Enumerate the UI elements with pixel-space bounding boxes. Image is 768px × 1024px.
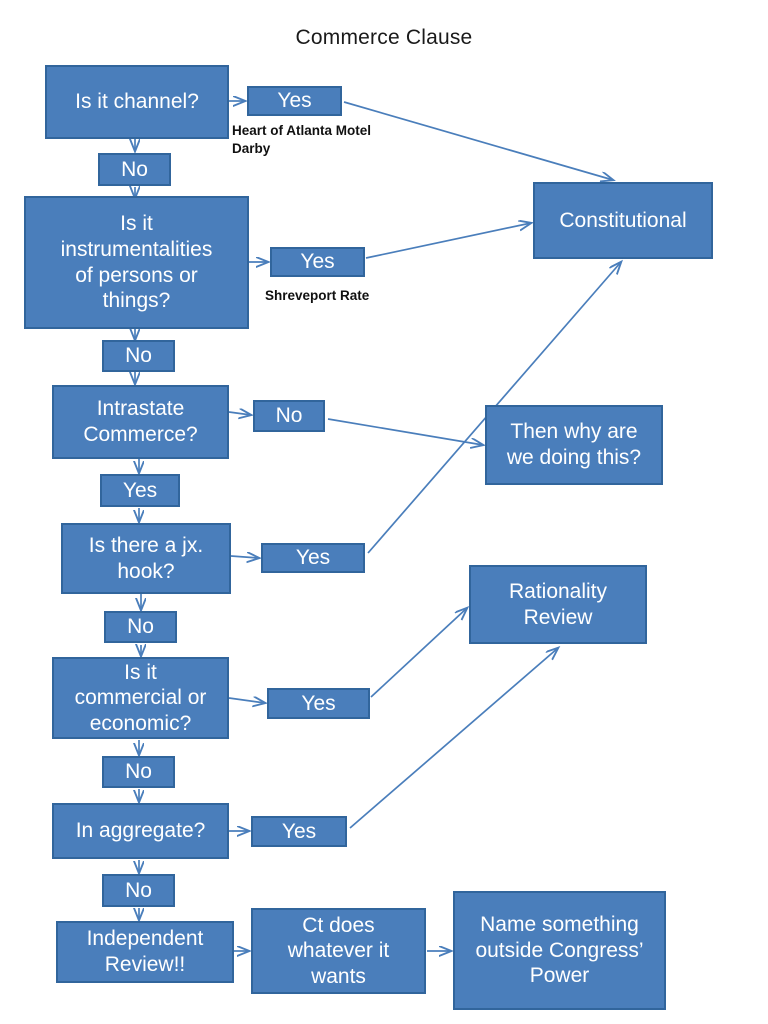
page-title: Commerce Clause: [295, 26, 473, 49]
node-intrastate-yes[interactable]: Yes: [100, 474, 180, 507]
edge-jxhook-yes: [230, 556, 259, 558]
node-rationality-review[interactable]: Rationality Review: [469, 565, 647, 644]
node-intrastate-commerce[interactable]: Intrastate Commerce?: [52, 385, 229, 459]
node-name-something-outside-congress-power[interactable]: Name something outside Congress’ Power: [453, 891, 666, 1010]
edge-instryes-constitutional: [365, 223, 531, 259]
node-instrumentalities-no[interactable]: No: [102, 340, 175, 372]
edge-intrastateno-thenwhy: [327, 418, 483, 445]
node-aggregate-yes[interactable]: Yes: [251, 816, 347, 847]
node-channel-no[interactable]: No: [98, 153, 171, 186]
edge-aggregateyes-rationality: [349, 648, 558, 829]
annotation-heart-of-atlanta-darby: Heart of Atlanta Motel Darby: [232, 123, 372, 156]
node-commercial-yes[interactable]: Yes: [267, 688, 370, 719]
node-aggregate-no[interactable]: No: [102, 874, 175, 907]
annotation-shreveport-rate: Shreveport Rate: [265, 288, 370, 303]
node-commercial-no[interactable]: No: [102, 756, 175, 788]
node-is-it-commercial-or-economic[interactable]: Is it commercial or economic?: [52, 657, 229, 739]
node-is-it-instrumentalities[interactable]: Is it instrumentalities of persons or th…: [24, 196, 249, 329]
node-instrumentalities-yes[interactable]: Yes: [270, 247, 365, 277]
edge-intrastate-no: [228, 412, 251, 415]
node-is-there-jx-hook[interactable]: Is there a jx. hook?: [61, 523, 231, 594]
node-then-why-are-we-doing-this[interactable]: Then why are we doing this?: [485, 405, 663, 485]
node-intrastate-no[interactable]: No: [253, 400, 325, 432]
edge-commercialyes-rationality: [370, 608, 467, 698]
node-channel-yes[interactable]: Yes: [247, 86, 342, 116]
node-constitutional[interactable]: Constitutional: [533, 182, 713, 259]
node-independent-review[interactable]: Independent Review!!: [56, 921, 234, 983]
node-jxhook-yes[interactable]: Yes: [261, 543, 365, 573]
node-in-aggregate[interactable]: In aggregate?: [52, 803, 229, 859]
node-ct-does-whatever-it-wants[interactable]: Ct does whatever it wants: [251, 908, 426, 994]
node-jxhook-no[interactable]: No: [104, 611, 177, 643]
edge-commercial-yes: [228, 698, 265, 703]
node-is-it-channel[interactable]: Is it channel?: [45, 65, 229, 139]
